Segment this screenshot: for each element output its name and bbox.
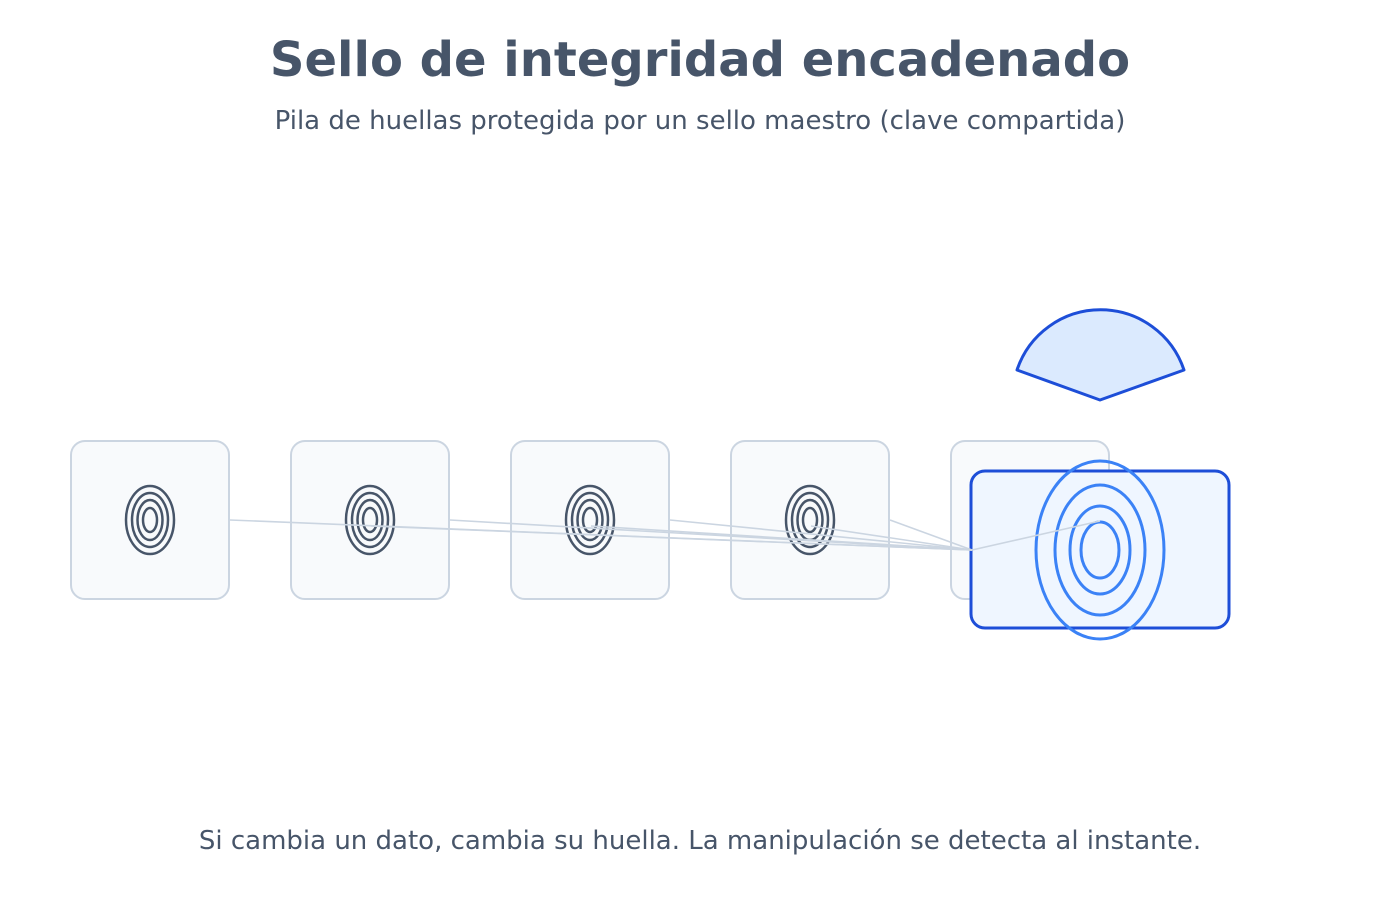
master-seal [969, 459, 1231, 641]
fingerprint-connectors [229, 519, 1101, 551]
connector-line [590, 525, 973, 551]
connector-line [669, 519, 973, 551]
fingerprint-block-2 [290, 440, 450, 600]
fingerprint-icon [784, 484, 836, 556]
footer-note: Si cambia un dato, cambia su huella. La … [198, 826, 1202, 856]
connector-line [810, 525, 973, 551]
connector-line [889, 519, 973, 551]
page-subtitle: Pila de huellas protegida por un sello m… [274, 106, 1126, 136]
connector-line [370, 525, 973, 551]
fingerprint-icon [124, 484, 176, 556]
master-seal-icon [1034, 459, 1166, 641]
fingerprint-block-1 [70, 440, 230, 600]
fingerprint-block-4 [730, 440, 890, 600]
fingerprint-block-3 [510, 440, 670, 600]
shield-icon [1015, 308, 1186, 402]
connector-line [971, 520, 1101, 551]
fingerprint-icon [564, 484, 616, 556]
fingerprint-icon [344, 484, 396, 556]
page-title: Sello de integridad encadenado [269, 32, 1131, 88]
